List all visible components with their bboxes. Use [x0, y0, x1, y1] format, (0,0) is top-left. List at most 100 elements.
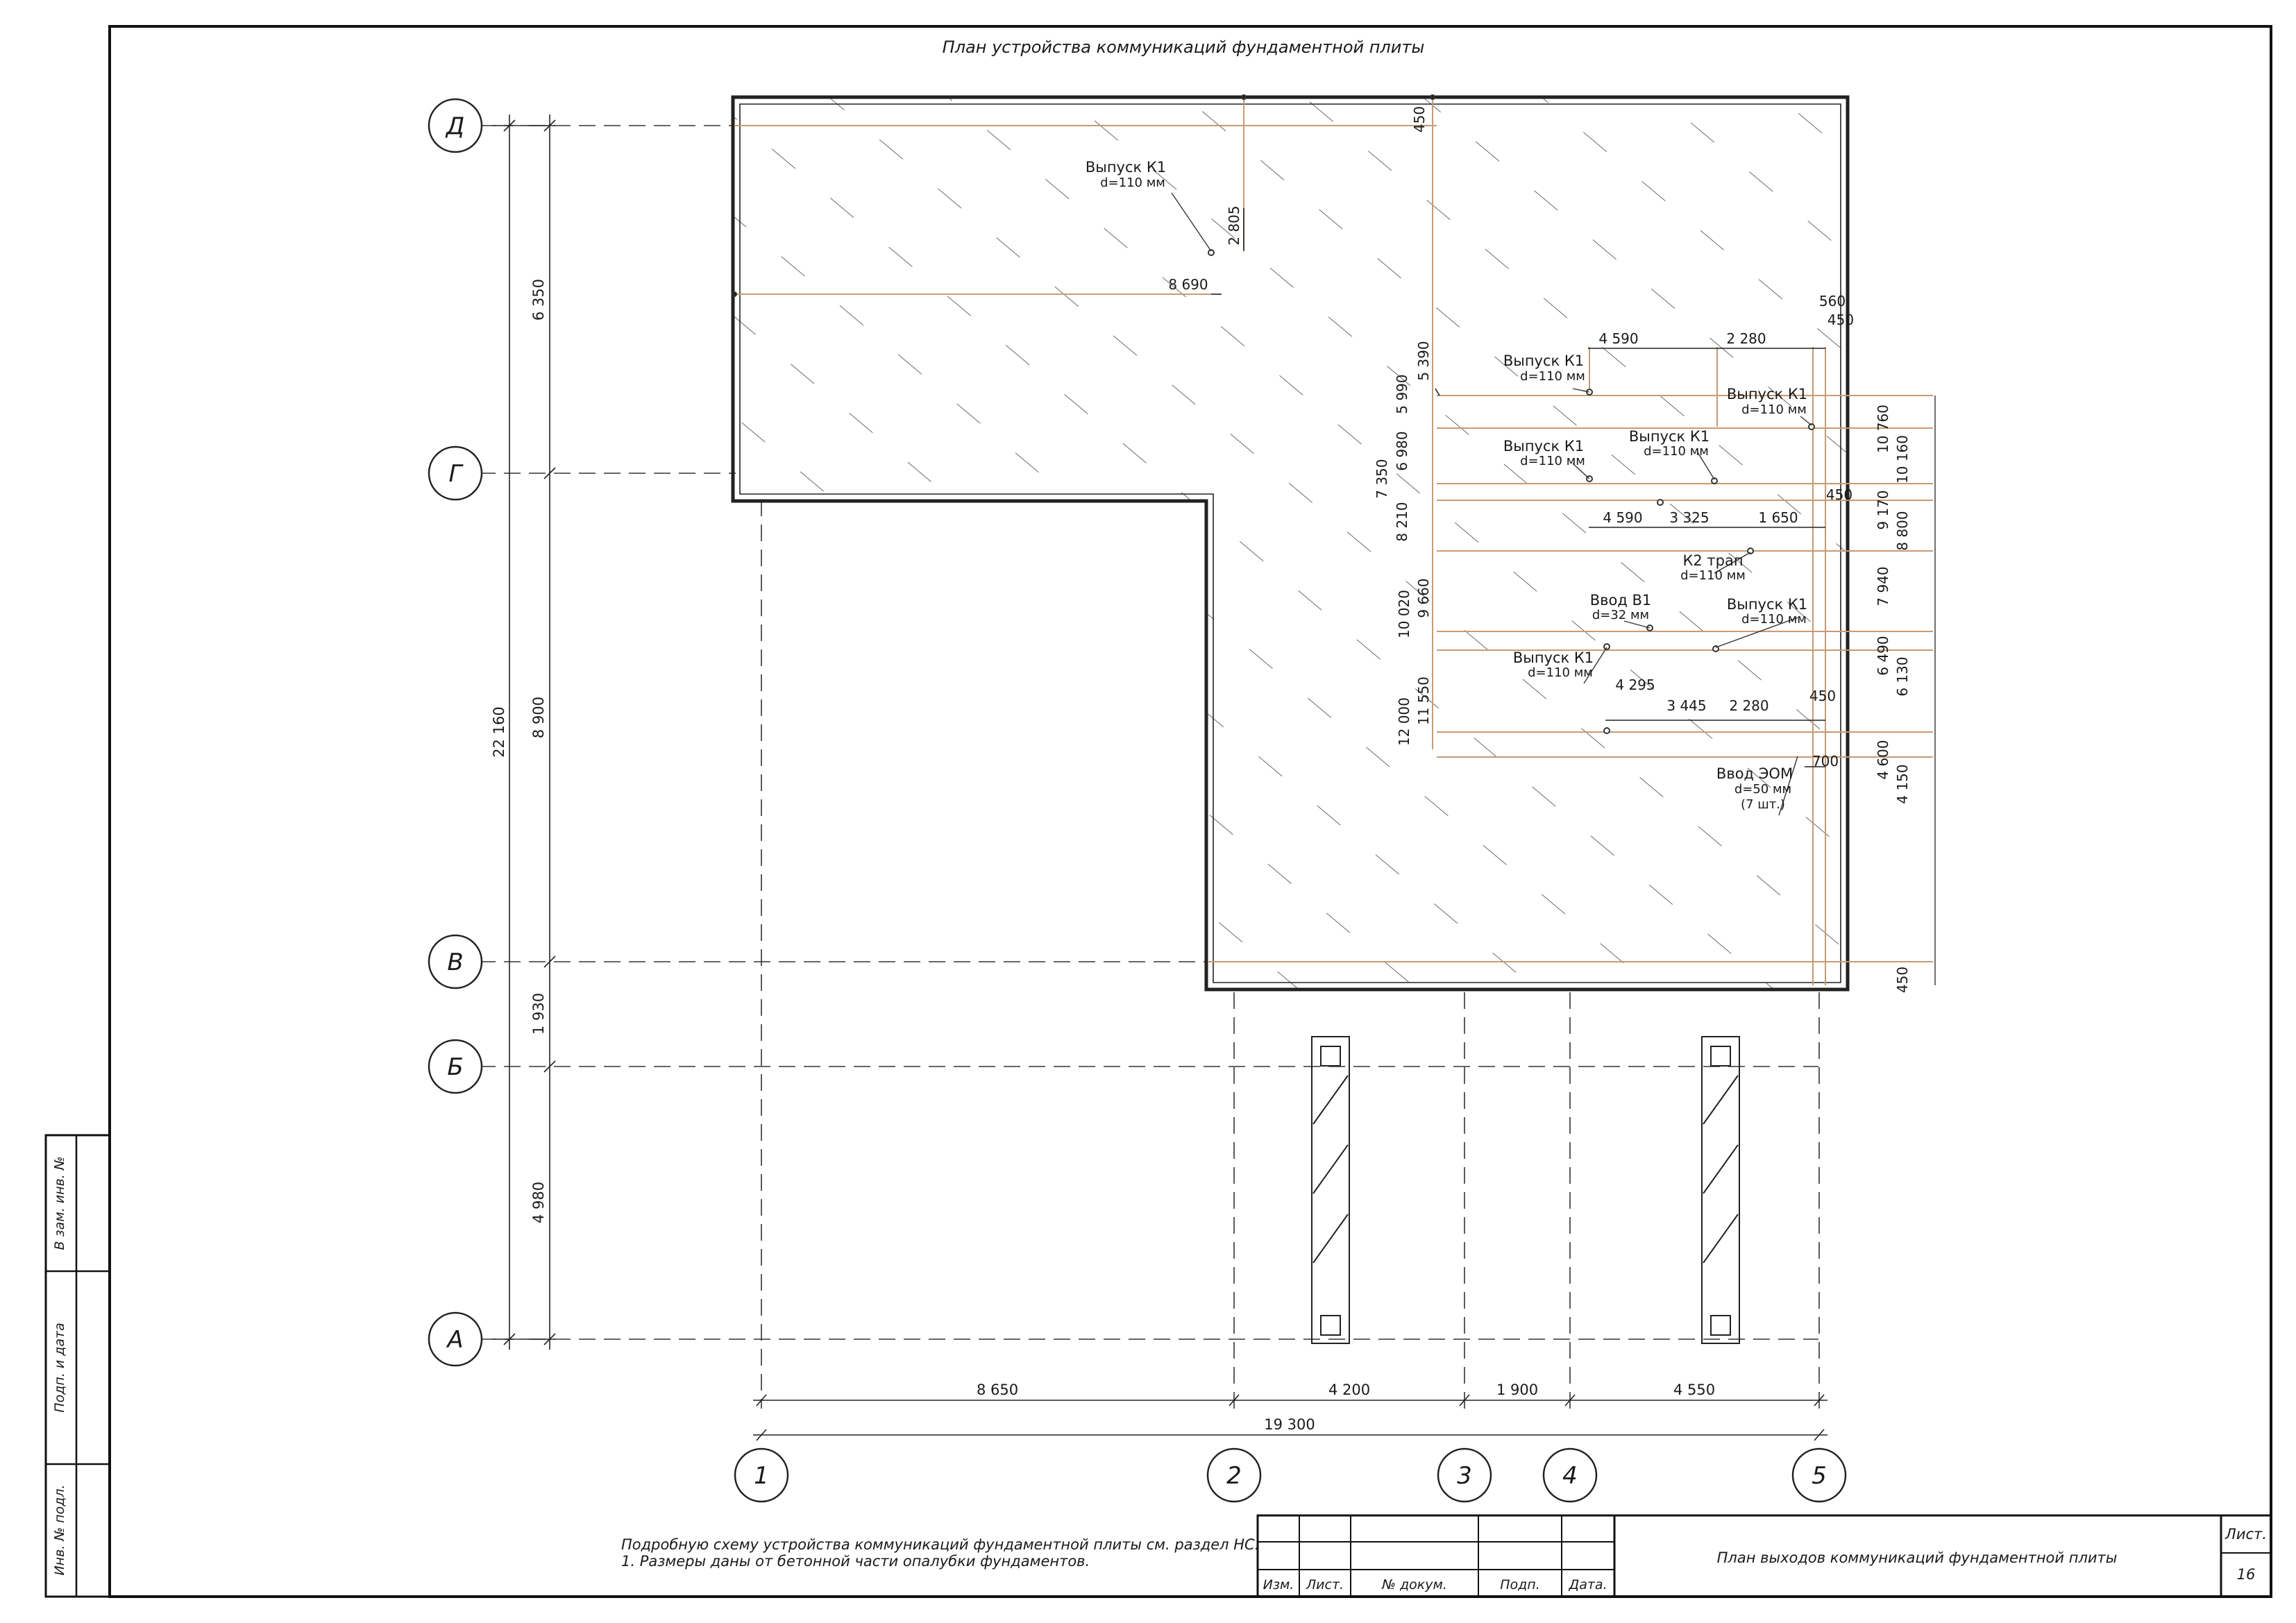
dim-4590-b: 4 590 — [1603, 509, 1642, 526]
outlet-9-name: Выпуск К1 — [1513, 649, 1594, 666]
note-line-1: Подробную схему устройства коммуникаций … — [621, 1536, 1259, 1553]
outlet-1-spec: d=110 мм — [1100, 176, 1165, 190]
dim-left-total: 22 160 — [491, 706, 507, 757]
dim-right-4600: 4 600 — [1875, 740, 1891, 779]
dim-4295: 4 295 — [1615, 677, 1655, 693]
outlet-6-spec: d=110 мм — [1680, 568, 1746, 583]
dim-right-6130: 6 130 — [1894, 656, 1911, 696]
bottom-dimension-chain — [753, 1394, 1827, 1441]
axis-col-5: 5 — [1812, 1462, 1827, 1490]
dim-4590-a: 4 590 — [1598, 330, 1638, 347]
dim-700: 700 — [1812, 753, 1839, 770]
outlet-7-name: Ввод В1 — [1590, 592, 1652, 609]
left-dimension-chain — [493, 114, 556, 1350]
outlet-8-spec: d=110 мм — [1741, 612, 1807, 627]
dim-right-8800: 8 800 — [1894, 511, 1911, 550]
dim-3445: 3 445 — [1666, 697, 1706, 714]
dim-right-10760: 10 760 — [1875, 405, 1891, 453]
notes: Подробную схему устройства коммуникаций … — [621, 1536, 1259, 1570]
drawing-title: План устройства коммуникаций фундаментно… — [943, 37, 1425, 57]
dim-8690: 8 690 — [1168, 276, 1208, 293]
outlet-4-name: Выпуск К1 — [1503, 438, 1584, 454]
dim-2280-b: 2 280 — [1729, 697, 1769, 714]
stamp-col-doc: № докум. — [1381, 1577, 1447, 1592]
axis-grid — [479, 125, 1820, 1409]
sheet-label: Лист. — [2225, 1526, 2267, 1543]
side-stamp-sign: Подп. и дата — [52, 1323, 67, 1412]
dim-9660: 9 660 — [1415, 578, 1432, 618]
left-dimension-texts: 6 350 8 900 1 930 4 980 22 160 — [491, 279, 547, 1223]
dim-450-a: 450 — [1827, 312, 1854, 328]
stamp-col-date: Дата. — [1568, 1577, 1607, 1592]
outlet-8-name: Выпуск К1 — [1727, 596, 1807, 613]
axis-row-G: Г — [449, 460, 464, 488]
dim-bottom-4550: 4 550 — [1673, 1382, 1715, 1398]
sheet-number: 16 — [2237, 1566, 2256, 1583]
outlet-9-spec: d=110 мм — [1528, 665, 1593, 680]
utility-lines — [734, 97, 1933, 985]
sheet-frame — [108, 25, 2272, 1598]
dim-5390: 5 390 — [1415, 341, 1432, 380]
dim-right-7940: 7 940 — [1875, 566, 1891, 606]
dim-bottom-4200: 4 200 — [1328, 1382, 1370, 1398]
axis-col-1: 1 — [754, 1462, 769, 1490]
dim-8210: 8 210 — [1394, 502, 1410, 541]
outlet-10-extra: (7 шт.) — [1741, 797, 1785, 812]
dim-450-top: 450 — [1411, 106, 1428, 133]
outlet-5-spec: d=110 мм — [1644, 444, 1709, 459]
outlet-4-spec: d=110 мм — [1520, 454, 1585, 468]
dim-560: 560 — [1819, 293, 1846, 309]
outlet-5-name: Выпуск К1 — [1629, 428, 1710, 445]
axis-col-3: 3 — [1457, 1462, 1472, 1490]
column-axis-bubbles: 1 2 3 4 5 — [734, 1447, 1847, 1503]
bottom-dimension-texts: 8 650 4 200 1 900 4 550 19 300 — [977, 1382, 1715, 1433]
plate-dimensions: 450 2 805 8 690 5 390 5 990 6 980 7 350 … — [1168, 106, 1854, 770]
dim-right-9170: 9 170 — [1875, 490, 1891, 529]
axis-row-V: В — [447, 949, 463, 976]
axis-row-B: Б — [447, 1053, 463, 1081]
dim-left-8900: 8 900 — [530, 697, 547, 738]
outlet-3-name: Выпуск К1 — [1727, 386, 1807, 402]
title-block — [1256, 1514, 2272, 1598]
dim-right-6490: 6 490 — [1875, 636, 1891, 675]
dim-450-c: 450 — [1809, 688, 1836, 704]
outlet-1-name: Выпуск К1 — [1086, 159, 1166, 176]
dim-1650: 1 650 — [1758, 509, 1798, 526]
interior-dimension-lines — [1211, 208, 1825, 767]
outlet-labels: Выпуск К1 d=110 мм Выпуск К1 d=110 мм Вы… — [1086, 159, 1807, 812]
title-block-texts: Изм. Лист. № докум. Подп. Дата. План вых… — [1263, 1526, 2267, 1592]
dim-12000: 12 000 — [1396, 697, 1412, 746]
stamp-col-izm: Изм. — [1263, 1577, 1294, 1592]
dim-bottom-8650: 8 650 — [977, 1382, 1018, 1398]
side-stamp-repl: В зам. инв. № — [52, 1156, 67, 1250]
axis-row-A: А — [446, 1326, 463, 1354]
outlet-2-spec: d=110 мм — [1520, 369, 1585, 384]
dim-2805: 2 805 — [1226, 205, 1242, 245]
dim-5990: 5 990 — [1394, 374, 1410, 414]
dim-10020: 10 020 — [1396, 590, 1412, 638]
outlet-markers — [732, 94, 1815, 734]
axis-col-2: 2 — [1226, 1462, 1242, 1490]
dim-left-4980: 4 980 — [530, 1182, 547, 1223]
outlet-2-name: Выпуск К1 — [1503, 352, 1584, 369]
row-axis-bubbles: Д Г В Б А — [428, 98, 483, 1367]
dim-right-4150: 4 150 — [1894, 764, 1911, 804]
dim-2280-a: 2 280 — [1726, 330, 1766, 347]
foundation-plate — [731, 95, 1850, 992]
side-stamp: Инв. № подл. Подп. и дата В зам. инв. № — [44, 1134, 111, 1598]
leader-lines — [1171, 192, 1812, 816]
outlet-3-spec: d=110 мм — [1741, 402, 1807, 417]
outlet-6-name: К2 трап — [1682, 552, 1743, 569]
stamp-title: План выходов коммуникаций фундаментной п… — [1717, 1549, 2118, 1566]
outlet-7-spec: d=32 мм — [1592, 608, 1649, 622]
axis-col-4: 4 — [1562, 1462, 1578, 1490]
dim-bottom-1900: 1 900 — [1496, 1382, 1538, 1398]
stamp-col-list: Лист. — [1306, 1577, 1344, 1592]
dim-7350: 7 350 — [1374, 459, 1390, 498]
side-stamp-inv: Инв. № подл. — [52, 1484, 67, 1575]
dim-left-1930: 1 930 — [530, 993, 547, 1035]
right-dimensions: 10 760 10 160 9 170 8 800 7 940 6 490 6 … — [1875, 396, 1936, 993]
dim-450-b: 450 — [1826, 486, 1852, 503]
dim-left-6350: 6 350 — [530, 279, 547, 321]
